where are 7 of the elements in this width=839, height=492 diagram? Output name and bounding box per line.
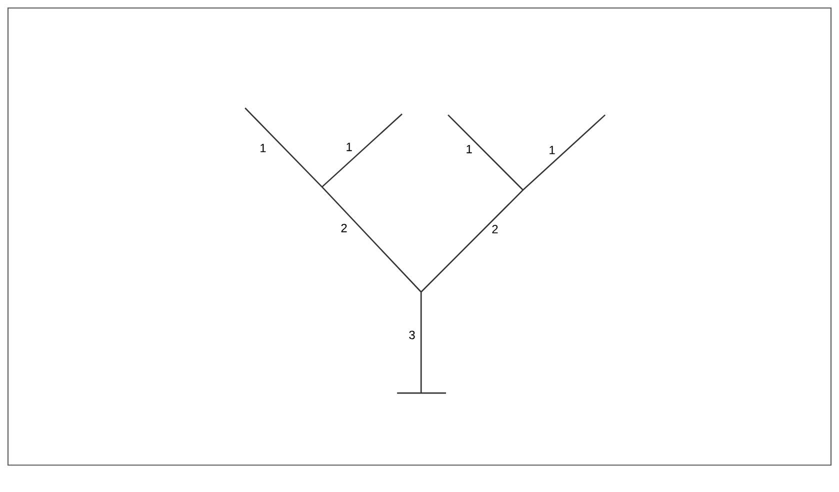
order-number: 1 [346, 142, 352, 152]
order-number: 1 [466, 144, 472, 154]
order-number: 2 [341, 224, 347, 232]
order-number: 2 [492, 224, 498, 234]
order-number: 1 [550, 146, 555, 154]
order-number: 3 [409, 330, 415, 340]
order-number: 1 [260, 144, 266, 152]
